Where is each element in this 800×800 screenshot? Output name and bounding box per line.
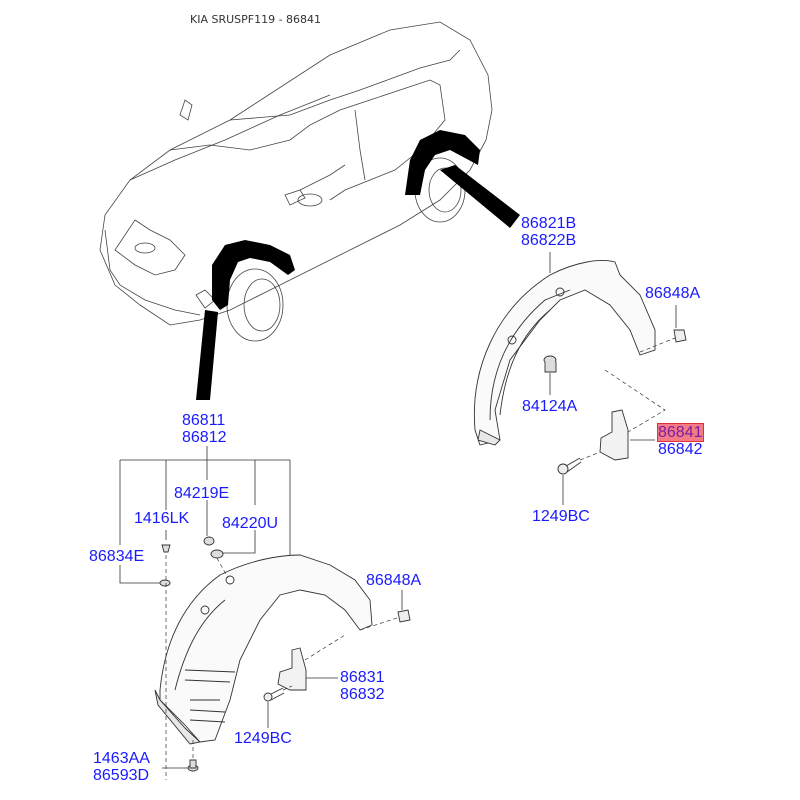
front-clip-86848a[interactable] — [397, 609, 411, 623]
rear-leader-lines — [549, 252, 677, 505]
part-number-86811[interactable]: 86811 — [182, 412, 226, 429]
label-front-clip[interactable]: 86848A — [366, 572, 422, 589]
part-number-86842[interactable]: 86842 — [658, 441, 703, 458]
rear-screw[interactable] — [557, 457, 582, 475]
label-front-liner[interactable]: 86811 86812 — [182, 412, 227, 446]
front-wheel-liner[interactable] — [154, 554, 373, 745]
part-number-86821b[interactable]: 86821B — [521, 215, 577, 232]
label-front-screw-lk[interactable]: 1416LK — [134, 510, 190, 527]
front-leader-lines — [119, 446, 403, 769]
rear-dashed-lines — [579, 337, 676, 461]
label-rear-clip[interactable]: 86848A — [645, 285, 701, 302]
rear-clip-86848a[interactable] — [673, 329, 687, 343]
front-dashed-lines — [165, 555, 401, 780]
part-number-86831[interactable]: 86831 — [340, 669, 385, 686]
part-number-86812[interactable]: 86812 — [182, 429, 227, 446]
part-number-1463aa[interactable]: 1463AA — [93, 750, 150, 767]
part-number-86832[interactable]: 86832 — [340, 686, 385, 703]
label-front-bottom-fastener[interactable]: 1463AA 86593D — [93, 750, 150, 784]
label-front-nut-a[interactable]: 84219E — [174, 485, 230, 502]
part-number-86841-highlighted[interactable]: 86841 — [657, 423, 704, 442]
label-rear-screw[interactable]: 1249BC — [532, 508, 590, 525]
label-front-screw[interactable]: 1249BC — [234, 730, 292, 747]
label-front-nut-u[interactable]: 84220U — [222, 515, 279, 532]
front-mudguard[interactable] — [277, 647, 307, 691]
part-number-86593d[interactable]: 86593D — [93, 767, 150, 784]
rear-wheel-liner[interactable] — [473, 260, 656, 446]
label-rear-mudguard[interactable]: 86841 86842 — [657, 423, 704, 458]
rear-nut-84124a[interactable] — [543, 355, 557, 373]
label-front-mudguard[interactable]: 86831 86832 — [340, 669, 385, 703]
label-front-washer[interactable]: 86834E — [89, 548, 145, 565]
wheel-arch-highlights — [196, 130, 520, 400]
vehicle-illustration — [99, 21, 493, 342]
label-rear-liner[interactable]: 86821B 86822B — [521, 215, 576, 249]
diagram-title: KIA SRUSPF119 - 86841 — [190, 13, 322, 26]
label-rear-nut[interactable]: 84124A — [522, 398, 578, 415]
part-number-86822b[interactable]: 86822B — [521, 232, 577, 249]
front-screw[interactable] — [263, 687, 285, 702]
rear-mudguard[interactable] — [599, 409, 629, 461]
